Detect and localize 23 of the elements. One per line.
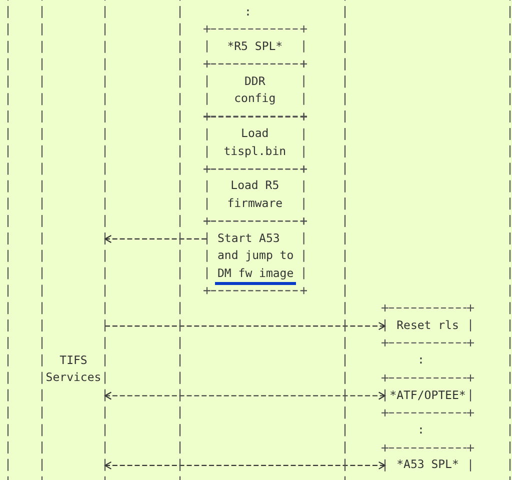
swimlane: [344, 0, 511, 480]
process-box: [381, 374, 474, 417]
box-label: Reset rls: [396, 316, 459, 334]
continuation-mark: :: [418, 352, 424, 369]
box-label: DDR config: [233, 72, 277, 108]
double-headed-arrow: [104, 461, 386, 470]
process-box: [202, 112, 308, 173]
arrow: [105, 322, 386, 330]
double-headed-arrow: [104, 392, 386, 400]
arrow: [104, 234, 206, 243]
box-label: Load R5 firmware: [226, 177, 284, 212]
process-box: [202, 217, 308, 295]
service-box: [41, 0, 106, 480]
box-label: *A53 SPL*: [396, 456, 459, 474]
process-box: [381, 304, 474, 347]
box-label: *R5 SPL*: [227, 38, 283, 56]
box-label: *ATF/OPTEE*: [390, 386, 466, 404]
box-label: TIFS Services: [45, 352, 102, 386]
continuation-mark: :: [418, 421, 424, 438]
continuation-mark: :: [244, 3, 252, 20]
box-label: Start A53 and jump to DM fw image: [218, 230, 295, 282]
process-box: [202, 164, 308, 226]
box-label: Load tispl.bin: [222, 125, 288, 160]
